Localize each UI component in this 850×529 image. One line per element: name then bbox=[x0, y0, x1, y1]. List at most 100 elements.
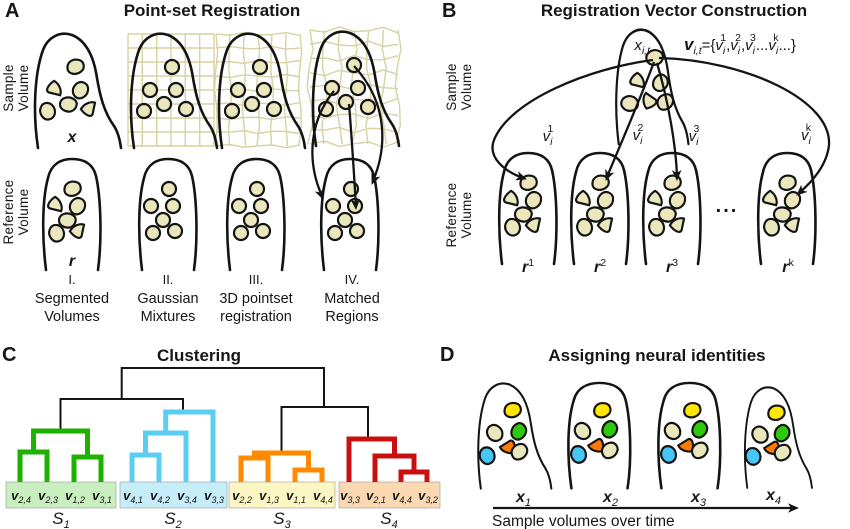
cell bbox=[58, 96, 78, 113]
leaf-label: v2,3 bbox=[38, 488, 58, 505]
cell bbox=[504, 217, 522, 237]
step-line: Mixtures bbox=[141, 309, 196, 325]
cell bbox=[336, 211, 354, 229]
sample-volume-axis-label: Volume bbox=[459, 64, 474, 111]
cell bbox=[762, 189, 778, 207]
registration-arrow bbox=[311, 90, 335, 197]
vector-label-1: vi1 bbox=[543, 123, 554, 148]
leaf-label: v3,2 bbox=[418, 488, 438, 505]
leaf-label: v2,1 bbox=[366, 488, 386, 505]
volume-label-x2: x2 bbox=[602, 489, 618, 509]
cell bbox=[683, 401, 702, 419]
cell bbox=[620, 95, 640, 112]
registration-vector-formula: vi,t={vi1,vi2,vi3...vik...} bbox=[684, 32, 796, 57]
cell bbox=[778, 174, 797, 191]
panel-b: B Registration Vector Construction Sampl… bbox=[442, 0, 812, 276]
cell bbox=[772, 206, 792, 223]
cluster-band-s2 bbox=[119, 481, 228, 509]
step-label-4: IV. Matched Regions bbox=[324, 272, 380, 325]
registration-arrow bbox=[353, 65, 384, 182]
cell bbox=[243, 95, 261, 113]
cell bbox=[663, 421, 682, 441]
leaf-label: v1,3 bbox=[259, 488, 279, 505]
cell bbox=[576, 217, 594, 237]
cell bbox=[326, 224, 344, 242]
cell bbox=[164, 197, 182, 215]
cell bbox=[223, 102, 241, 120]
panel-d-letter: D bbox=[440, 344, 454, 366]
cell bbox=[485, 423, 504, 442]
cell bbox=[600, 441, 619, 460]
cell bbox=[691, 420, 709, 439]
cell bbox=[773, 443, 792, 462]
step-line: registration bbox=[220, 309, 292, 325]
cell bbox=[232, 224, 250, 242]
cell bbox=[71, 80, 90, 100]
cell bbox=[510, 442, 529, 461]
dendrogram-cluster-s1 bbox=[17, 428, 104, 482]
panel-a-title: Point-set Registration bbox=[124, 1, 301, 20]
panel-d-title: Assigning neural identities bbox=[548, 346, 765, 365]
cell bbox=[254, 222, 272, 240]
worm-outline bbox=[567, 381, 632, 490]
sample-symbol: x bbox=[67, 129, 78, 146]
cell bbox=[163, 58, 181, 76]
reference-volume-axis-label: Volume bbox=[459, 192, 474, 239]
registration-arrow bbox=[658, 56, 831, 194]
cell bbox=[349, 79, 367, 97]
cell bbox=[348, 222, 366, 240]
leaf-label: v3,1 bbox=[92, 488, 112, 505]
cell bbox=[66, 58, 85, 75]
cell bbox=[478, 446, 496, 466]
cell bbox=[783, 190, 802, 210]
reference-symbol: r bbox=[69, 253, 76, 270]
step-line: Matched bbox=[324, 291, 380, 307]
worm-outline bbox=[756, 151, 817, 266]
cell bbox=[46, 79, 62, 97]
panel-c-dendrogram bbox=[5, 367, 441, 509]
cell bbox=[524, 190, 543, 210]
worm-outline bbox=[33, 32, 123, 150]
cell bbox=[155, 95, 173, 113]
worm-outline bbox=[225, 157, 286, 272]
cell bbox=[668, 190, 687, 210]
leaf-label: v4,2 bbox=[150, 488, 170, 505]
step-numeral: III. bbox=[249, 272, 263, 287]
registration-arrow bbox=[655, 62, 679, 178]
worm-outline bbox=[129, 32, 219, 150]
cell bbox=[656, 93, 675, 111]
cell bbox=[668, 217, 686, 233]
ellipsis: ... bbox=[716, 195, 739, 217]
cell bbox=[142, 197, 160, 215]
arrowhead-icon bbox=[371, 172, 381, 185]
cell bbox=[573, 421, 592, 441]
volume-label-x3: x3 bbox=[690, 489, 707, 509]
arrowhead-icon bbox=[605, 168, 615, 181]
panel-a: A Point-set Registration Sample Volume R… bbox=[1, 0, 380, 325]
leaf-label: v3,4 bbox=[177, 488, 197, 505]
worm-outline bbox=[41, 157, 102, 272]
cluster-band-s1 bbox=[5, 481, 117, 509]
volume-label-x4: x4 bbox=[765, 487, 781, 507]
drawn-graphics bbox=[33, 26, 831, 513]
cell bbox=[57, 212, 77, 229]
cell bbox=[585, 206, 605, 223]
reference-volume-axis-label: Reference bbox=[1, 180, 16, 245]
arrowhead-icon bbox=[796, 184, 808, 196]
leaf-label: v3,3 bbox=[204, 488, 224, 505]
panel-b-title: Registration Vector Construction bbox=[541, 1, 807, 20]
arrowhead-icon bbox=[514, 171, 527, 181]
sample-volume-axis-label: Volume bbox=[16, 65, 31, 112]
sample-volume-axis-label: Sample bbox=[444, 63, 459, 111]
cell bbox=[252, 197, 270, 215]
registration-arrow bbox=[347, 103, 358, 207]
panel-b-letter: B bbox=[442, 0, 456, 22]
cell bbox=[160, 180, 178, 198]
dendrogram-cluster-s3 bbox=[238, 450, 325, 482]
arrowhead-icon bbox=[671, 169, 682, 181]
cell bbox=[660, 445, 677, 464]
sample-point-label: xi,t bbox=[633, 37, 651, 57]
step-label-3: III. 3D pointset registration bbox=[219, 272, 292, 325]
step-line: Regions bbox=[325, 309, 378, 325]
vector-label-k: vik bbox=[801, 122, 812, 147]
